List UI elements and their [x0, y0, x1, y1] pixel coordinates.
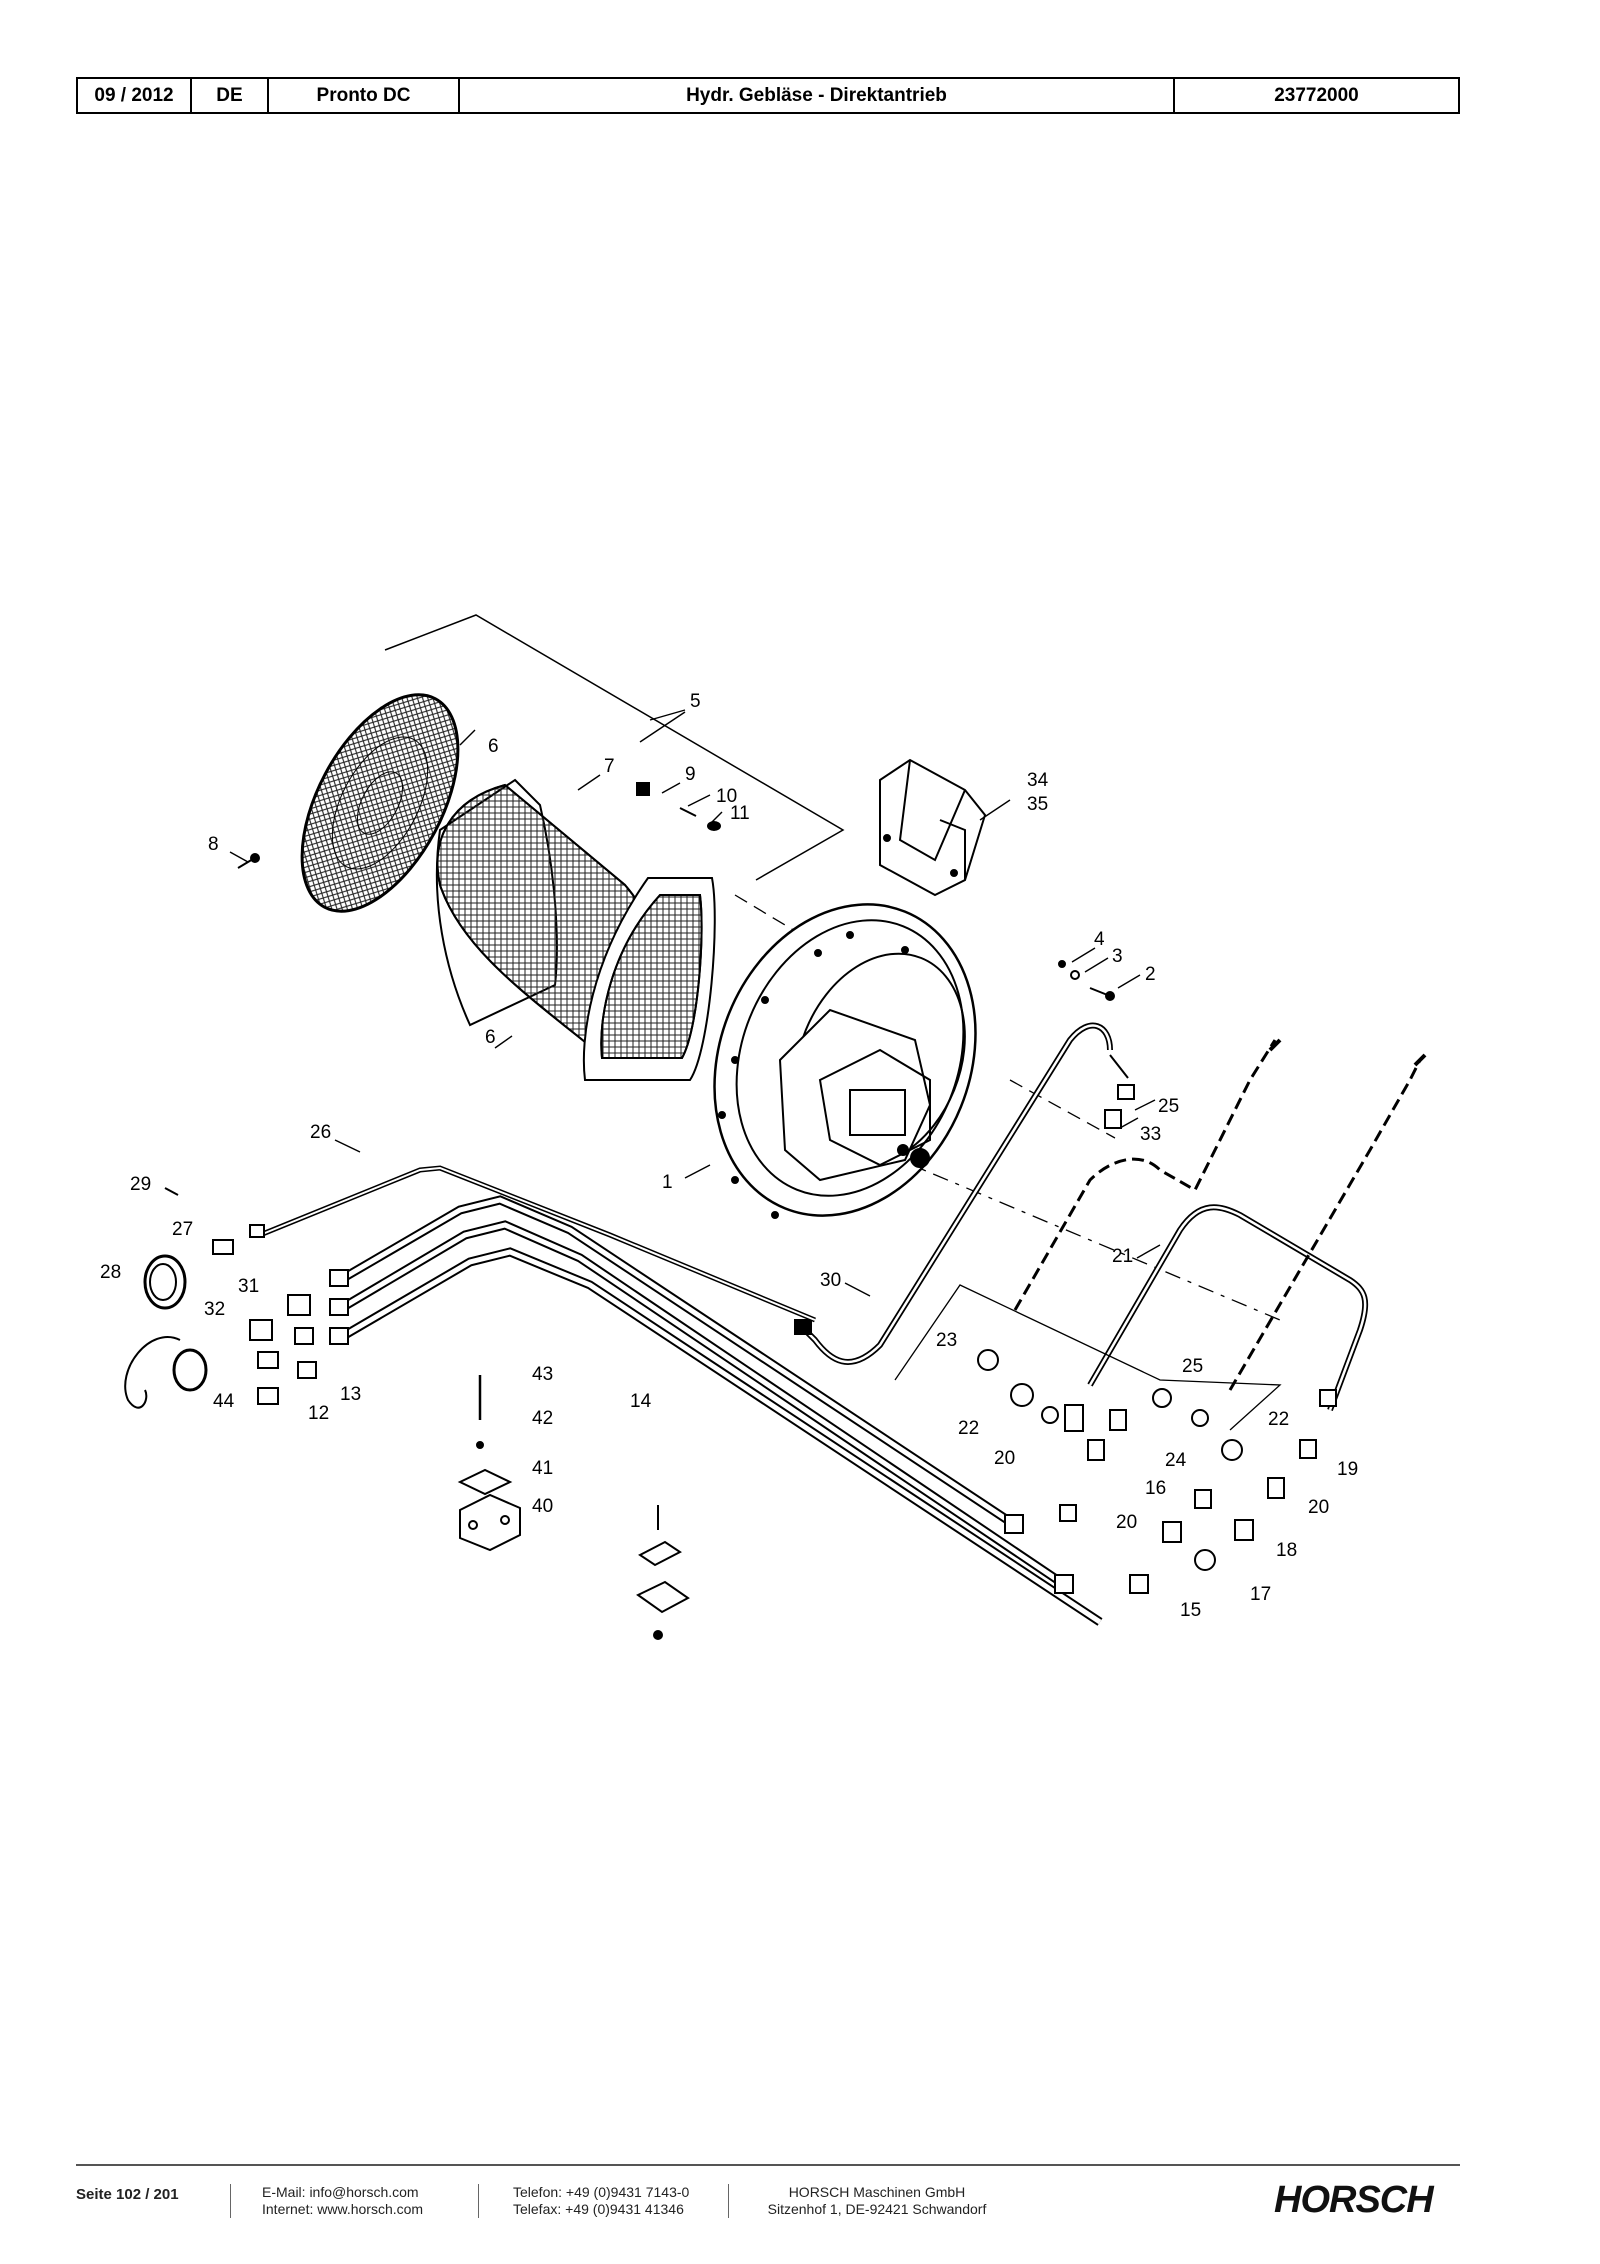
header-title: Hydr. Gebläse - Direktantrieb: [460, 79, 1175, 112]
footer-separator: [478, 2184, 479, 2218]
callout: 31: [238, 1276, 259, 1297]
callout: 20: [1116, 1512, 1137, 1533]
callout: 35: [1027, 794, 1048, 815]
footer-rule: [76, 2164, 1460, 2166]
callout: 30: [820, 1270, 841, 1291]
callout: 20: [1308, 1497, 1329, 1518]
footer-company: HORSCH Maschinen GmbH: [788, 2184, 966, 2200]
callout: 44: [213, 1391, 235, 1412]
callout: 13: [340, 1384, 361, 1405]
callout: 6: [485, 1027, 496, 1048]
header-part-number: 23772000: [1274, 84, 1359, 106]
horsch-logo: HORSCH: [1274, 2179, 1436, 2220]
footer-contact-phone: Telefon: +49 (0)9431 7143-0 Telefax: +49…: [513, 2184, 689, 2218]
callout: 6: [488, 736, 499, 757]
callout: 24: [1165, 1450, 1187, 1471]
callout: 40: [532, 1496, 553, 1517]
callout: 23: [936, 1330, 957, 1351]
footer-phone: Telefon: +49 (0)9431 7143-0: [513, 2184, 690, 2200]
callout: 12: [308, 1403, 329, 1424]
callout: 28: [100, 1262, 121, 1283]
page-number: Seite 102 / 201: [76, 2186, 179, 2203]
callout: 34: [1027, 770, 1049, 791]
callout: 8: [208, 834, 219, 855]
callout: 17: [1250, 1584, 1271, 1605]
callout: 25: [1182, 1356, 1203, 1377]
callout: 19: [1337, 1459, 1358, 1480]
callout-labels: 5 6 7 8 9 10 11 6 6 6 33 34 35 4 3 2 1 2…: [100, 691, 1358, 1621]
callout: 33: [1140, 1124, 1161, 1145]
callout: 4: [1094, 929, 1105, 950]
svg-text:HORSCH: HORSCH: [1274, 2179, 1435, 2220]
callout: 41: [532, 1458, 553, 1479]
callout: 21: [1112, 1246, 1133, 1267]
callout: 5: [690, 691, 701, 712]
callout: 11: [730, 803, 750, 824]
callout: 10: [716, 786, 737, 807]
callout: 27: [172, 1219, 193, 1240]
callout: 18: [1276, 1540, 1297, 1561]
callout: 42: [532, 1408, 553, 1429]
footer-contact-web: E-Mail: info@horsch.com Internet: www.ho…: [262, 2184, 423, 2218]
footer-address: HORSCH Maschinen GmbH Sitzenhof 1, DE-92…: [762, 2184, 992, 2218]
callout: 7: [604, 756, 615, 777]
footer-street: Sitzenhof 1, DE-92421 Schwandorf: [767, 2201, 987, 2217]
footer-internet[interactable]: Internet: www.horsch.com: [262, 2201, 424, 2217]
callout: 32: [204, 1299, 225, 1320]
callout: 25: [1158, 1096, 1179, 1117]
header-table: 09 / 2012 DE Pronto DC Hydr. Gebläse - D…: [76, 77, 1460, 114]
callout: 1: [662, 1172, 673, 1193]
footer-separator: [728, 2184, 729, 2218]
header-language: DE: [192, 79, 269, 112]
callout: 22: [1268, 1409, 1289, 1430]
callout: 20: [994, 1448, 1015, 1469]
callout: 29: [130, 1174, 151, 1195]
callout: 26: [310, 1122, 331, 1143]
callout: 22: [958, 1418, 979, 1439]
callout: 16: [1145, 1478, 1166, 1499]
callout: 2: [1145, 964, 1156, 985]
callout: 9: [685, 764, 696, 785]
header-model: Pronto DC: [269, 79, 460, 112]
footer-email[interactable]: E-Mail: info@horsch.com: [262, 2184, 419, 2200]
footer-fax: Telefax: +49 (0)9431 41346: [513, 2201, 684, 2217]
callout: 15: [1180, 1600, 1201, 1621]
header-date: 09 / 2012: [78, 79, 192, 112]
callout: 14: [630, 1391, 652, 1412]
footer-separator: [230, 2184, 231, 2218]
callout: 3: [1112, 946, 1123, 967]
callout: 43: [532, 1364, 553, 1385]
